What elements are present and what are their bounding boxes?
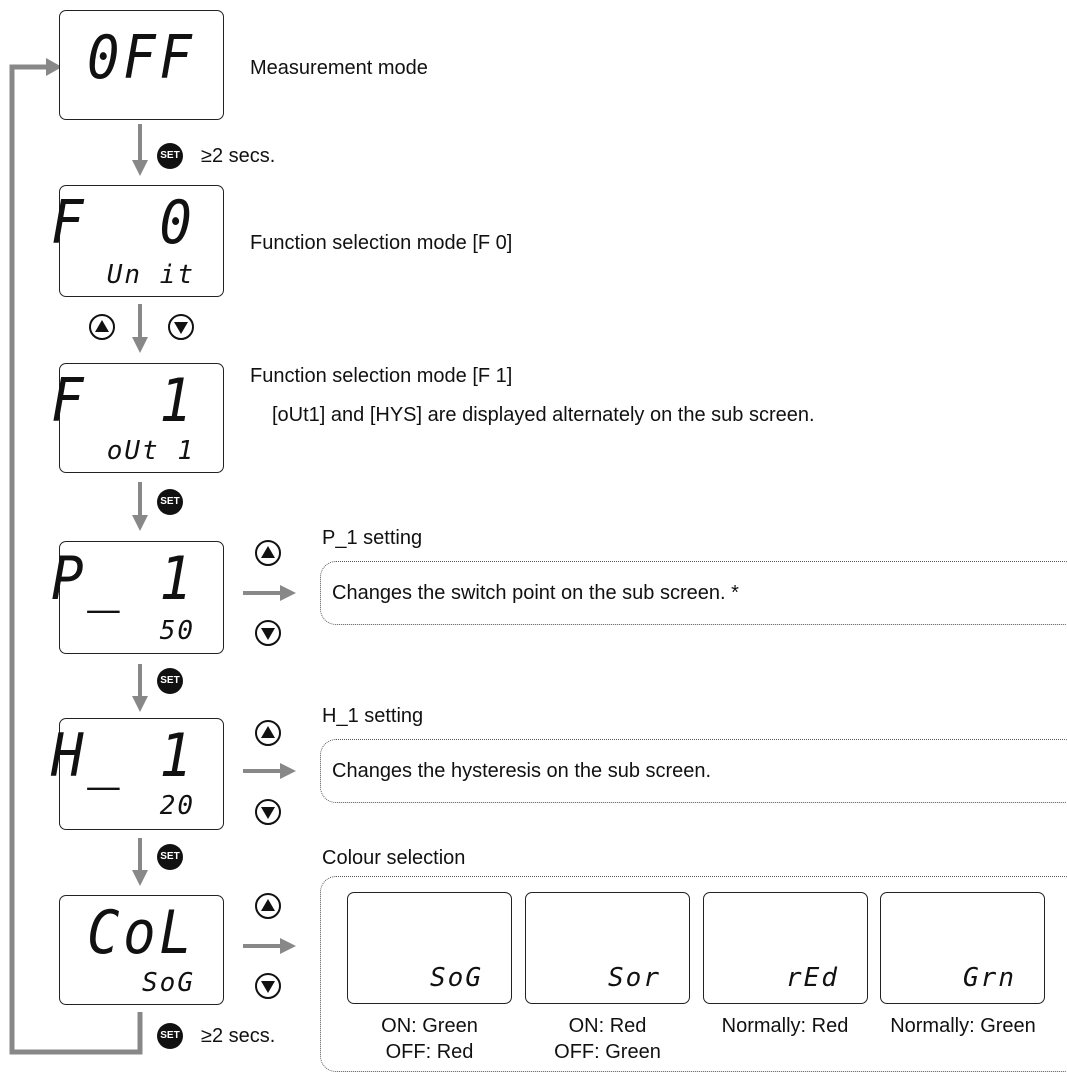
hold-duration-top: ≥2 secs. xyxy=(201,145,276,167)
h1-description: Changes the hysteresis on the sub screen… xyxy=(332,760,712,782)
lcd-f1: F 1 oUt 1 xyxy=(51,363,224,473)
lcd-main-text: CoL xyxy=(86,898,195,968)
colour-option-code: SoG xyxy=(430,963,483,993)
h1-description-box: Changes the hysteresis on the sub screen… xyxy=(320,739,1067,803)
measurement-mode-label: Measurement mode xyxy=(250,57,428,79)
return-loop-line xyxy=(9,64,143,1055)
lcd-sub-text: SoG xyxy=(142,968,195,998)
colour-option-code: Sor xyxy=(608,963,661,993)
f1-note: [oUt1] and [HYS] are displayed alternate… xyxy=(272,404,815,426)
lcd-f0: F 0 Un it xyxy=(51,185,224,297)
lcd-main-text: F 1 xyxy=(50,366,195,436)
lcd-main-text: 0FF xyxy=(86,23,195,93)
colour-option-code: rEd xyxy=(786,963,839,993)
colour-option-red: rEd xyxy=(703,892,868,1004)
set-button: SET xyxy=(157,143,183,169)
lcd-main-text: H_ 1 xyxy=(50,721,195,791)
colour-option-sor: Sor xyxy=(525,892,690,1004)
lcd-main-text: F 0 xyxy=(50,188,195,258)
f1-mode-label: Function selection mode [F 1] xyxy=(250,365,513,387)
lcd-colour: CoL SoG xyxy=(59,895,224,1005)
p1-setting-label: P_1 setting xyxy=(322,527,423,549)
colour-selection-label: Colour selection xyxy=(322,847,466,869)
set-button: SET xyxy=(157,489,183,515)
lcd-measurement: 0FF xyxy=(59,10,224,120)
lcd-sub-text: 20 xyxy=(159,791,195,821)
colour-option-sog: SoG xyxy=(347,892,512,1004)
colour-option-grn: Grn xyxy=(880,892,1045,1004)
set-button: SET xyxy=(157,668,183,694)
f0-mode-label: Function selection mode [F 0] xyxy=(250,232,513,254)
set-button: SET xyxy=(157,1023,183,1049)
colour-option-caption: Normally: Green xyxy=(890,1015,1036,1037)
set-button: SET xyxy=(157,844,183,870)
colour-option-caption: ON: Green OFF: Red xyxy=(381,1015,478,1063)
colour-option-caption: Normally: Red xyxy=(721,1015,849,1037)
lcd-main-text: P_ 1 xyxy=(50,544,195,614)
h1-setting-label: H_1 setting xyxy=(322,705,424,727)
down-arrow xyxy=(132,124,148,886)
return-loop-arrowhead xyxy=(46,58,62,76)
lcd-sub-text: 50 xyxy=(159,616,195,646)
colour-option-caption: ON: Red OFF: Green xyxy=(554,1015,661,1063)
p1-description: Changes the switch point on the sub scre… xyxy=(332,582,739,604)
right-arrow xyxy=(243,585,296,954)
colour-option-code: Grn xyxy=(963,963,1016,993)
lcd-sub-text: oUt 1 xyxy=(106,436,195,466)
lcd-h1: H_ 1 20 xyxy=(51,718,224,830)
hold-duration-bottom: ≥2 secs. xyxy=(201,1025,276,1047)
lcd-sub-text: Un it xyxy=(106,260,195,290)
colour-options-box xyxy=(320,876,1067,1072)
p1-description-box: Changes the switch point on the sub scre… xyxy=(320,561,1067,625)
lcd-p1: P_ 1 50 xyxy=(51,541,224,654)
